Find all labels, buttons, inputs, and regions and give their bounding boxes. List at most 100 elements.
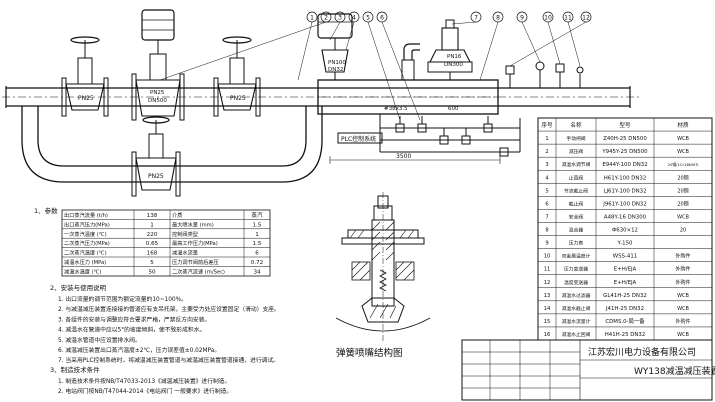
right-gate-valve: PN25 [213,36,261,117]
bom-cell: E+H/EJA [614,280,637,286]
bom-cell: 节流截止阀 [564,187,588,194]
install-note: 5. 减温水管道中应设置排水阀。 [58,336,141,344]
nozzle-body [371,219,395,307]
param-name: 减温水压力 (MPa) [64,258,106,266]
param-name: 出口蒸汽压力(MPa) [64,220,110,228]
pipe-tag-label: #38x3.5 [384,106,408,112]
manufacturing-notes: 1. 制造技术条件按NB/T47033-2013《减温减压装置》进行制造。 2. … [58,377,232,395]
bom-cell: 20钢/1Cr18Ni9Ti [668,162,699,167]
manufacturing-note: 1. 制造技术条件按NB/T47033-2013《减温减压装置》进行制造。 [58,377,230,385]
bom-cell: WSS-411 [613,254,637,260]
balloon-circle [334,11,346,23]
param-name-2: 减温水流量 [172,249,198,257]
install-note: 2. 与减温减压装置连接接的管道应有支吊托架，主要受力处应设置固定（滑动）支座。 [58,305,280,313]
param-name: 二次蒸汽温度 (℃) [64,249,107,257]
balloon-number: 2 [324,15,328,22]
manufacturing-note: 2. 电站阀门按NB/T47044-2014《电站阀门 一般要求》进行制造。 [58,387,232,395]
bom-cell: WCB [677,136,689,142]
bom-cell: 减温水截止阀 [562,305,591,312]
bom-cell: 1 [545,136,548,142]
bom-cell: Y945Y-25 DN500 [601,149,648,155]
nozzle-caption: 弹簧喷嘴结构图 [336,347,403,359]
balloon-circle [376,11,388,23]
bom-cell: E944Y-100 DN32 [602,162,647,168]
bom-cell: 12 [544,280,551,286]
bom-cell: 止回阀 [569,174,584,181]
dim-600-label: 600 [448,106,459,112]
bom-cell: 14 [544,306,551,312]
bom-cell: 外购件 [675,279,690,286]
bom-cell: 6 [545,201,548,207]
plc-label: PLC控制系统 [341,135,376,143]
bom-cell: Z40H-25 DN500 [603,136,647,142]
bom-cell: Φ630×12 [612,228,638,234]
bom-cell: 减温水调节阀 [562,161,591,168]
spring-nozzle-detail: 弹簧喷嘴结构图 [335,192,431,359]
bom-cell: J961Y-100 DN32 [602,201,647,207]
balloon-leaders [159,21,587,121]
balloon-circle [362,11,374,23]
balloon-circle [542,11,554,23]
bom-cell: 混合器 [569,227,584,234]
center-valve-pn: PN25 [150,90,165,96]
station-valve-2 [417,116,427,133]
drawing-title: WY138减温减压装置 [634,365,715,377]
bom-cell: H61Y-100 DN32 [604,175,647,181]
param-value-2: 蒸汽 [251,211,263,219]
bom-cell: 2 [545,149,548,155]
title-block: 江苏宏川电力设备有限公司 WY138减温减压装置 [461,339,715,401]
param-value-2: 34 [253,269,261,275]
bom-cell: GL41H-25 DN32 [603,293,647,299]
bom-cell: WCB [677,214,689,220]
dimension-3500: 3500 [329,153,501,164]
balloon-number: 6 [380,15,384,22]
balloon-number: 3 [338,15,342,22]
notes-heading-2: 2、安装与使用说明 [50,283,107,292]
bom-cell: 减温水流量计 [562,318,591,325]
balloon-number: 7 [474,15,478,22]
bom-cell: 外购件 [675,253,690,260]
bom-cell: 20钢 [677,200,688,207]
balloon-circle [562,11,574,23]
install-note: 1. 出口流量的调节范围为额定流量的10~100%。 [58,295,187,303]
bom-cell: 20 [680,228,686,234]
bom-cell: 压力变送器 [564,266,588,273]
nozzle-hatch-sides [351,261,415,281]
bom-cell: LJ61Y-100 DN32 [603,188,646,194]
bom-grid-lines [538,118,712,340]
left-gate-valve: PN25 [61,36,109,117]
bom-header: 型号 [619,121,631,129]
piping-diagram: PN25 PN25 DN500 PN25 [2,9,640,197]
bom-cell: CDMS.0-局一备 [605,317,645,325]
param-name-2: 最大喷水量 (mm) [172,220,214,228]
bom-cell: 13 [544,293,551,299]
param-name-2: 压力调节阀前后差压 [172,258,219,266]
bom-cell: 手动闸阀 [566,135,585,142]
balloon-circle [348,11,360,23]
station-valve-1 [395,116,405,133]
bom-cell: 截止阀 [569,200,584,207]
bom-cell: WCB [677,332,689,338]
bom-cell: 10 [544,254,551,260]
param-value: 138 [147,213,158,219]
center-valve-dn: DN500 [148,98,167,104]
balloon-number: 10 [544,15,552,22]
bom-cell: Y-150 [617,241,633,247]
bom-cell: 3 [545,162,548,168]
bom-header: 材质 [677,121,689,129]
bom-cell: 15 [544,319,551,325]
safety-valve-dn: DN300 [444,62,463,68]
reg-valve-pn: PN100 [328,60,346,66]
station-valve-5 [483,116,493,133]
param-name: 二次蒸汽压力(MPa) [64,239,110,247]
install-notes: 1. 出口流量的调节范围为额定流量的10~100%。 2. 与减温减压装置连接接的… [58,295,280,364]
bom-cell: H41H-25 DN32 [605,332,646,338]
balloon-number: 1 [310,15,314,22]
water-regulating-valve: PN100 DN32 [317,13,353,80]
bom-cell: 11 [544,267,551,273]
